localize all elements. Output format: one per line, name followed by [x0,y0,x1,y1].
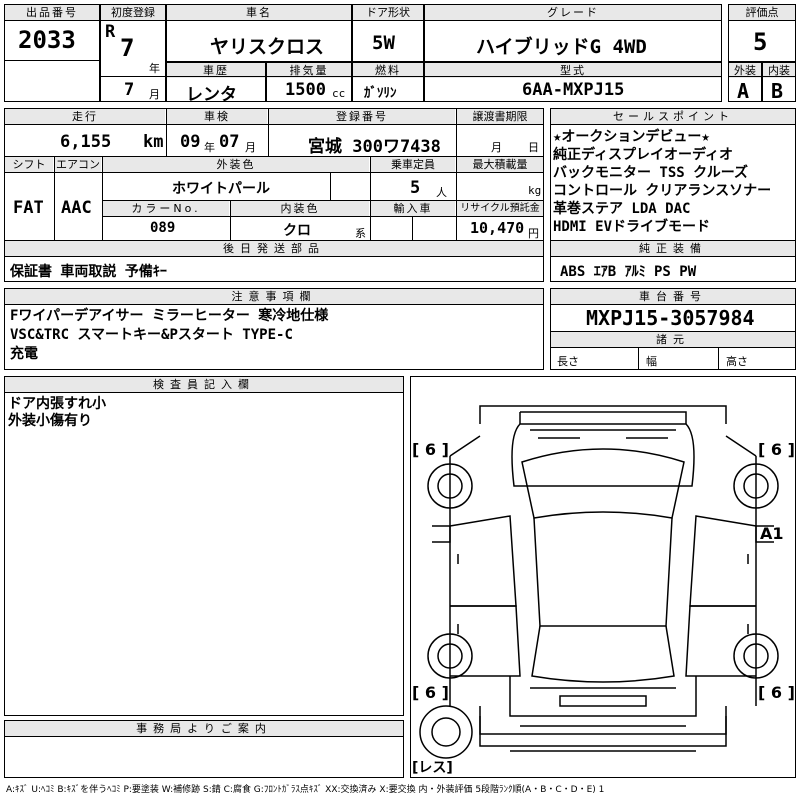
lot-number-label: 出品番号 [5,5,99,20]
door-label: ドア形状 [353,5,423,20]
spare-tire-note: [レス] [412,760,453,776]
model-label: 型式 [425,63,721,78]
capacity-label: 乗車定員 [371,157,455,172]
spec-label: 諸元 [551,332,795,347]
grade-label: グレード [425,5,721,20]
capacity: 5 [410,178,421,198]
door-type: 5W [372,32,395,54]
month-unit: 月 [149,88,160,101]
transfer-month-unit: 月 [491,141,502,154]
inspector-text: ドア内張すれ小 外装小傷有り [8,396,106,429]
chassis-number: MXPJ15-3057984 [586,306,755,330]
interior-score: B [771,79,784,103]
car-diagram: [ 6 ] [ 6 ] [ 6 ] [ 6 ] A1 [レス] [412,405,795,776]
int-color-label: 内装色 [231,201,369,216]
transfer-label: 譲渡書期限 [457,109,543,124]
first-reg-cell [100,4,166,102]
color-no: 089 [150,220,176,236]
exterior-cell [728,62,762,102]
score: 5 [753,28,768,56]
first-reg-month: 7 [124,80,135,100]
door-cell [352,4,424,62]
car-name: ヤリスクロス [210,36,325,58]
exterior-color: ホワイトパール [172,181,270,197]
reg-no: 宮城 300ワ7438 [308,137,441,157]
lot-number: 2033 [18,26,76,54]
int-color: クロ [283,223,311,239]
first-reg-label: 初度登録 [101,5,165,20]
car-name-cell [166,4,352,62]
length-label: 長さ [557,355,579,368]
inspection-year: 09 [180,132,201,152]
reg-no-label: 登録番号 [269,109,455,124]
history: レンタ [186,85,237,105]
damage-mark-a1: A1 [760,524,784,543]
int-color-unit: 系 [355,227,366,240]
width-label: 幅 [646,355,657,368]
notes-label: 注意事項欄 [5,289,543,304]
import-label: 輸入車 [371,201,455,216]
displacement-unit: cc [332,87,346,100]
mileage: 6,155 [60,132,112,152]
after-parts-label: 後日発送部品 [5,241,543,256]
shift-label: シフト [5,157,53,172]
office-label: 事務局よりご案内 [5,721,403,736]
tire-fl-score: [ 6 ] [412,440,449,459]
grade: ハイブリッドG 4WD [476,36,647,58]
mileage-unit: km [143,132,164,152]
inspection-month: 07 [219,132,240,152]
color-no-label: カラーNo. [103,201,229,216]
model-cell [424,62,722,102]
score-label: 評価点 [729,5,795,20]
mileage-label: 走行 [5,109,165,124]
interior-label: 内装 [763,63,795,78]
sales-points-text: ★オークションデビュー★ 純正ディスプレイオーディオ バックモニター TSS ク… [553,129,772,235]
load-label: 最大積載量 [457,157,543,172]
ac: AAC [61,198,92,218]
year-unit: 年 [149,62,160,75]
displacement: 1500 [285,80,326,100]
tire-rl-score: [ 6 ] [412,683,449,702]
recycle-unit: 円 [528,227,539,240]
score-cell [728,4,796,62]
fuel: ｶﾞｿﾘﾝ [364,86,397,101]
equipment: ABS ｴｱB ｱﾙﾐ PS PW [560,264,697,280]
inspection-label: 車検 [167,109,267,124]
history-cell [166,62,266,102]
legend: A:ｷｽﾞ U:ﾍｺﾐ B:ｷｽﾞを伴うﾍｺﾐ P:要塗装 W:補修跡 S:錆 … [6,785,605,795]
inspector-label: 検査員記入欄 [5,377,403,392]
load-unit: kg [528,184,542,197]
height-label: 高さ [726,355,748,368]
fuel-label: 燃料 [353,63,423,78]
exterior-score: A [737,79,750,103]
tire-fr-score: [ 6 ] [758,440,795,459]
displacement-cell [266,62,352,102]
exterior-label: 外装 [729,63,761,78]
displacement-label: 排気量 [267,63,351,78]
notes-text: Fワイパーデアイサー ミラーヒーター 寒冷地仕様 VSC&TRC スマートキー&… [10,308,329,362]
tire-rr-score: [ 6 ] [758,683,795,702]
interior-cell [762,62,796,102]
recycle-label: リサイクル預託金 [457,201,543,216]
model: 6AA-MXPJ15 [522,80,625,100]
transfer-day-unit: 日 [528,141,539,154]
color-label: 外装色 [103,157,369,172]
inspection-month-unit: 月 [245,141,256,154]
grade-cell [424,4,722,62]
chassis-label: 車台番号 [551,289,795,304]
first-reg-year: 7 [120,34,135,62]
shift: FAT [13,198,44,218]
ac-label: エアコン [55,157,101,172]
car-name-label: 車名 [167,5,351,20]
equipment-label: 純正装備 [551,241,795,256]
sales-points-label: セールスポイント [551,109,795,124]
era: R [105,22,116,42]
fuel-cell [352,62,424,102]
after-parts: 保証書 車両取説 予備ｷｰ [10,264,167,280]
recycle-fee: 10,470 [470,219,525,237]
lot-number-cell [4,4,100,102]
history-label: 車歴 [167,63,265,78]
capacity-unit: 人 [436,186,447,199]
inspection-year-unit: 年 [204,141,215,154]
